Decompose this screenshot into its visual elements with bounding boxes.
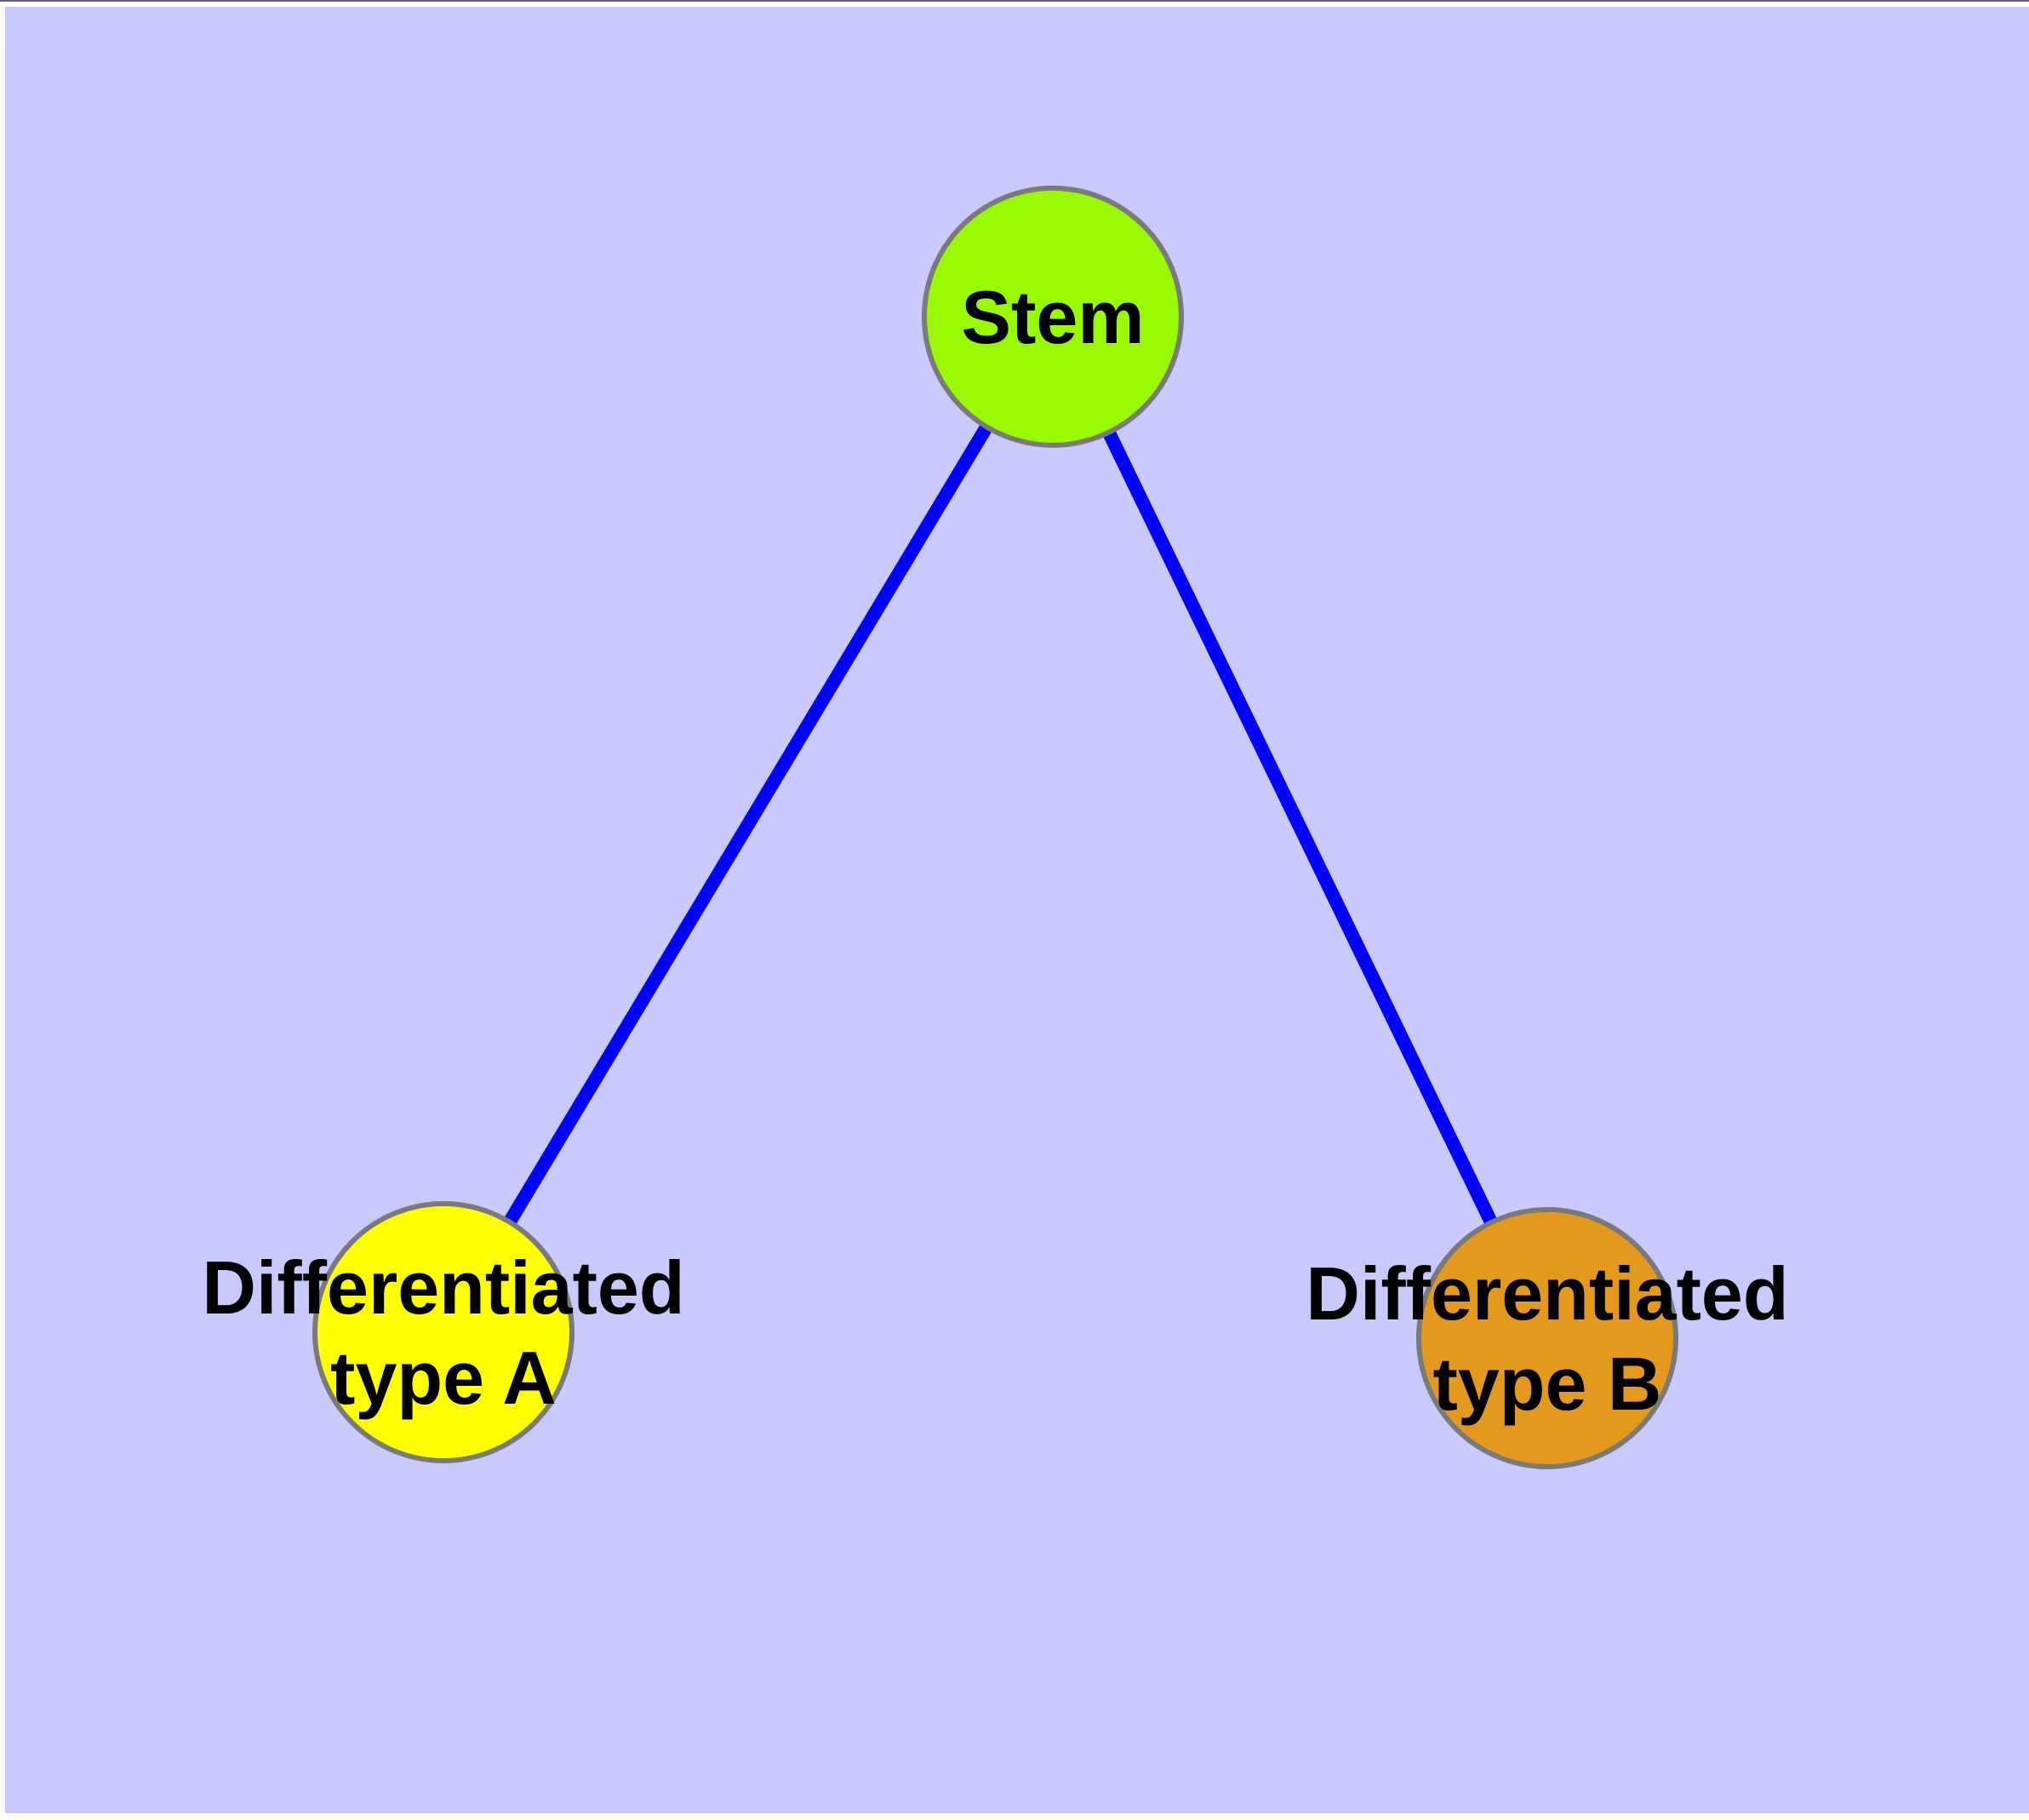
window-top-border <box>0 0 2029 2</box>
node-stem <box>922 186 1184 448</box>
node-differentiated-type-b <box>1416 1207 1678 1469</box>
edge-stem-to-differentiated-type-a <box>437 312 1059 1336</box>
edge-stem-to-differentiated-type-b <box>1046 313 1554 1342</box>
node-label-stem: Stem <box>961 275 1144 359</box>
node-differentiated-type-a <box>312 1201 574 1463</box>
